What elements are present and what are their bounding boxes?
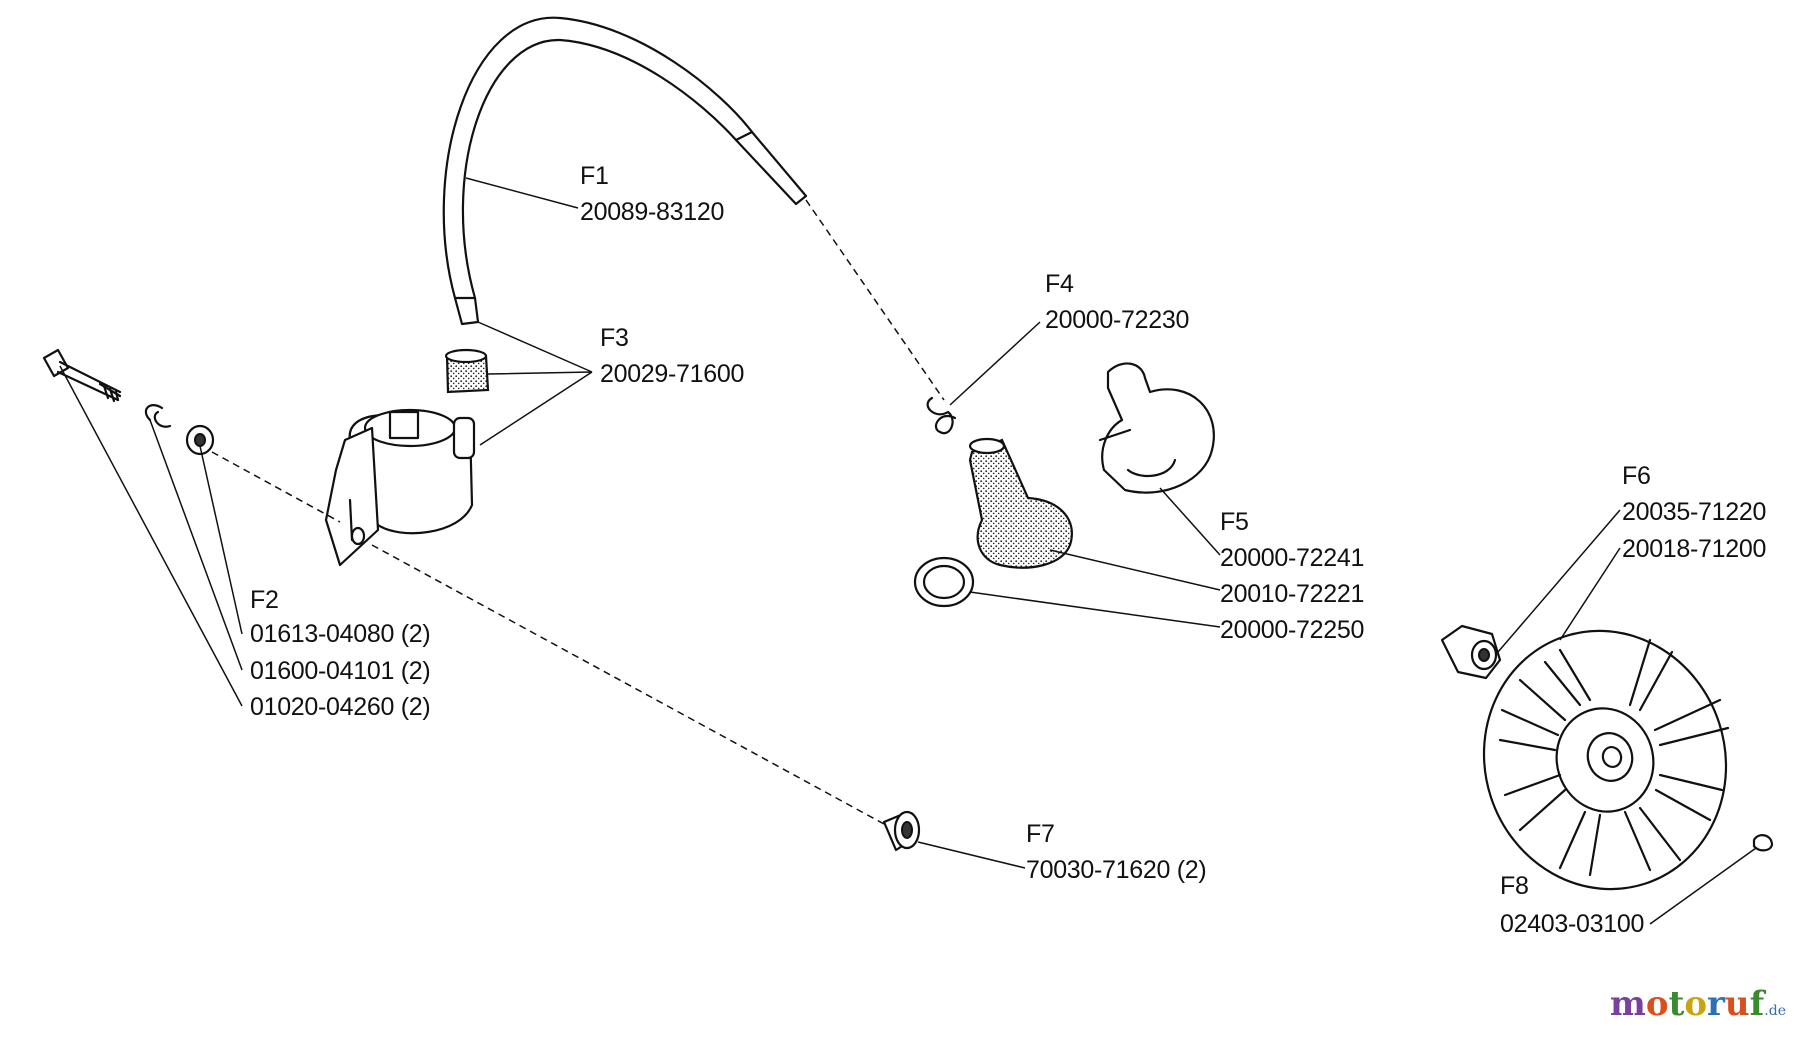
part-number-f5-1: 20000-72241 xyxy=(1220,544,1365,572)
ref-label-f6: F6 xyxy=(1622,462,1651,490)
leader-lines xyxy=(59,177,1757,925)
part-number-f6-1: 20035-71220 xyxy=(1622,498,1767,526)
part-number-f1: 20089-83120 xyxy=(580,198,725,226)
ref-label-f2: F2 xyxy=(250,586,279,614)
ref-label-f5: F5 xyxy=(1220,508,1249,536)
assembly-lines xyxy=(211,199,945,825)
part-number-f3: 20029-71600 xyxy=(600,360,745,388)
washer-part xyxy=(185,424,215,456)
ignition-coil-part xyxy=(324,408,476,567)
part-number-f2-1: 01613-04080 (2) xyxy=(250,620,431,648)
logo-wordmark: motoruf xyxy=(1610,984,1764,1024)
logo-letter: u xyxy=(1724,984,1750,1024)
flywheel-nut-part xyxy=(1440,624,1502,680)
logo-letter: r xyxy=(1707,984,1725,1024)
logo-letter: t xyxy=(1668,984,1685,1024)
terminal-clip-part xyxy=(926,396,957,435)
ref-label-f4: F4 xyxy=(1045,270,1074,298)
part-number-f5-2: 20010-72221 xyxy=(1220,580,1365,608)
bolt-part xyxy=(42,348,122,403)
seal-ring-part xyxy=(913,556,975,608)
spring-washer-part xyxy=(144,404,172,428)
logo-letter: f xyxy=(1749,984,1765,1024)
part-number-f2-3: 01020-04260 (2) xyxy=(250,693,431,721)
motoruf-logo: motoruf.de xyxy=(1610,984,1786,1024)
part-number-f7: 70030-71620 (2) xyxy=(1026,856,1207,884)
logo-letter: o xyxy=(1645,984,1669,1024)
part-number-f6-2: 20018-71200 xyxy=(1622,535,1767,563)
part-number-f2-2: 01600-04101 (2) xyxy=(250,657,431,685)
plug-boot-body-part xyxy=(968,437,1073,569)
part-number-f5-3: 20000-72250 xyxy=(1220,616,1365,644)
logo-letter: o xyxy=(1684,984,1707,1024)
ignition-cable-part xyxy=(442,16,808,326)
ref-label-f7: F7 xyxy=(1026,820,1055,848)
part-number-f8: 02403-03100 xyxy=(1500,910,1645,938)
woodruff-key-part xyxy=(1752,834,1774,852)
part-number-f4: 20000-72230 xyxy=(1045,306,1190,334)
flywheel-part xyxy=(1482,629,1730,891)
spark-plug-cap-part xyxy=(444,348,490,394)
plug-boot-part xyxy=(1098,362,1215,494)
ref-label-f1: F1 xyxy=(580,162,609,190)
spacer-part xyxy=(882,810,921,852)
ref-label-f3: F3 xyxy=(600,324,629,352)
logo-domain: .de xyxy=(1764,1003,1786,1019)
ref-label-f8: F8 xyxy=(1500,872,1529,900)
logo-letter: m xyxy=(1609,984,1646,1024)
